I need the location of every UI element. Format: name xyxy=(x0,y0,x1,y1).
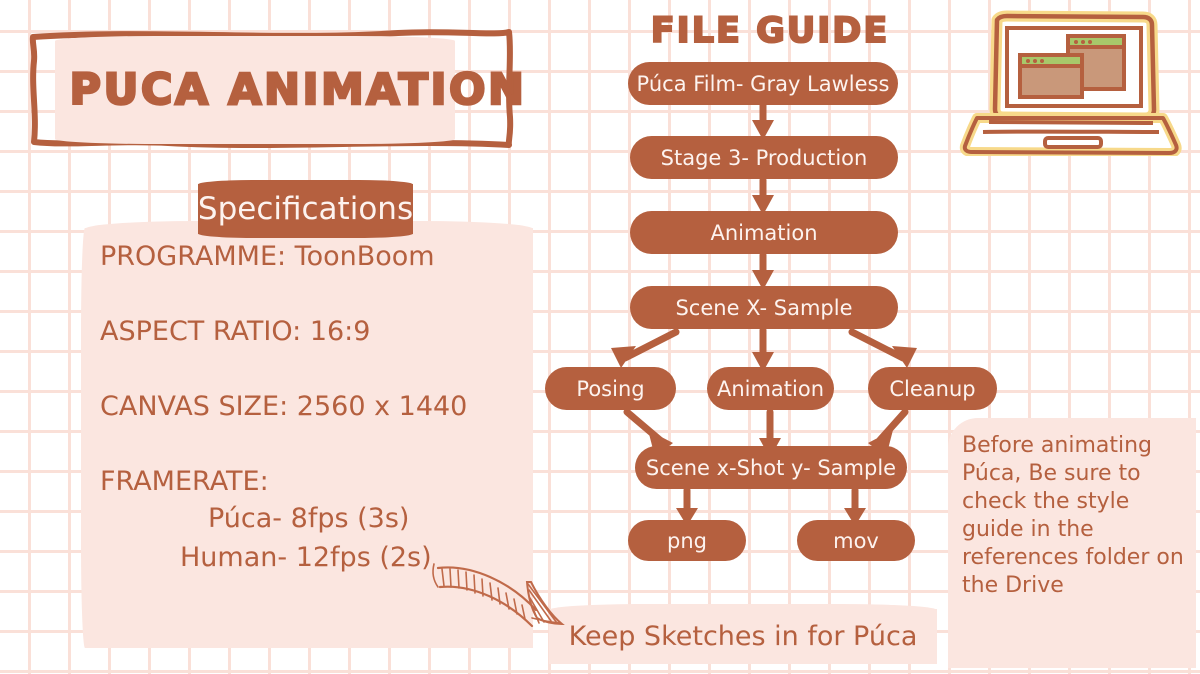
spec-aspect-ratio: ASPECT RATIO: 16:9 xyxy=(100,316,371,347)
page-title: PUCA ANIMATION xyxy=(68,64,527,117)
specifications-heading-label: Specifications xyxy=(197,191,414,227)
style-guide-note-panel: Before animating Púca, Be sure to check … xyxy=(948,418,1196,668)
spec-framerate: FRAMERATE: xyxy=(100,466,269,497)
style-guide-note-text: Before animating Púca, Be sure to check … xyxy=(962,433,1184,598)
laptop-icon xyxy=(955,6,1190,156)
flow-node-animation[interactable]: Animation xyxy=(630,211,898,254)
flow-node-posing[interactable]: Posing xyxy=(545,367,676,410)
title-plate xyxy=(55,36,455,144)
flow-node-scene[interactable]: Scene X- Sample xyxy=(630,286,898,329)
flow-node-mov[interactable]: mov xyxy=(797,520,915,561)
spec-framerate-human: Human- 12fps (2s) xyxy=(180,542,432,573)
hand-drawn-curved-arrow-icon xyxy=(432,558,567,633)
specifications-heading: Specifications xyxy=(197,180,414,238)
keep-sketches-label: Keep Sketches in for Púca xyxy=(568,621,918,652)
specifications-list: PROGRAMME: ToonBoom ASPECT RATIO: 16:9 C… xyxy=(100,243,520,571)
flow-node-shot[interactable]: Scene x-Shot y- Sample xyxy=(635,446,907,489)
spec-canvas-size: CANVAS SIZE: 2560 x 1440 xyxy=(100,391,468,422)
flow-node-cleanup[interactable]: Cleanup xyxy=(868,367,997,410)
title-frame xyxy=(28,27,514,149)
flow-node-film[interactable]: Púca Film- Gray Lawless xyxy=(628,62,898,105)
spec-programme: PROGRAMME: ToonBoom xyxy=(100,241,435,272)
keep-sketches-banner: Keep Sketches in for Púca xyxy=(549,604,937,664)
spec-framerate-puca: Púca- 8fps (3s) xyxy=(208,503,410,534)
flow-node-animation-2[interactable]: Animation xyxy=(707,367,834,410)
file-guide-title: FILE GUIDE xyxy=(650,10,890,52)
flow-node-stage[interactable]: Stage 3- Production xyxy=(630,136,898,179)
flow-node-png[interactable]: png xyxy=(628,520,746,561)
